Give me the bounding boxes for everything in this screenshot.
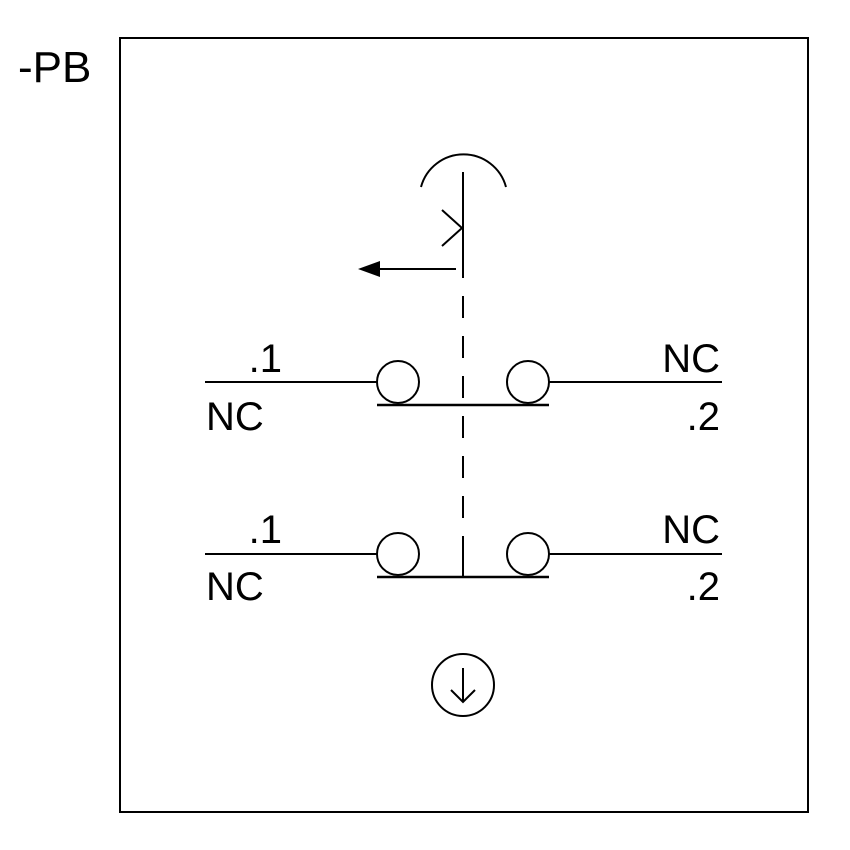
contact-1-right-bottom-label: .2 <box>687 395 720 439</box>
contact-block-2 <box>205 532 722 579</box>
device-enclosure <box>119 37 809 813</box>
contact-1-left-bottom-label: NC <box>206 395 264 439</box>
contact-1-left-top-label: .1 <box>249 337 282 381</box>
mushroom-head-push-icon <box>420 153 507 278</box>
device-tag: -PB <box>18 43 91 92</box>
contact-1-right-top-label: NC <box>662 337 720 381</box>
arrow-left-icon <box>358 261 456 277</box>
contact-2-left-bottom-label: NC <box>206 565 264 609</box>
contact-block-1 <box>205 360 722 407</box>
contact-2-right-top-label: NC <box>662 508 720 552</box>
contact-2-left-top-label: .1 <box>249 508 282 552</box>
contact-2-right-bottom-label: .2 <box>687 565 720 609</box>
circle-arrow-down-icon <box>431 653 495 717</box>
